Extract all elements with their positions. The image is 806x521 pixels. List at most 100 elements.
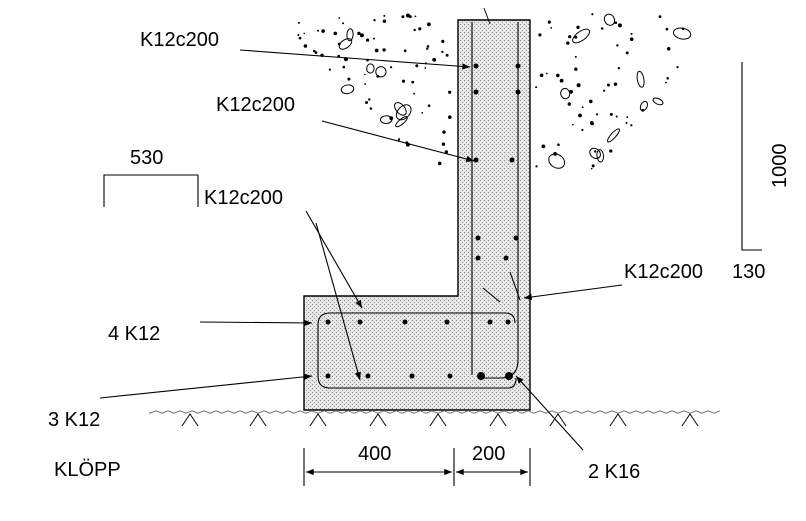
soil-pebble (607, 128, 620, 143)
soil-speckle (666, 47, 671, 51)
soil-speckle (333, 31, 338, 36)
soil-speckle (426, 47, 429, 50)
soil-speckle (314, 51, 318, 54)
soil-speckle (559, 78, 564, 83)
bar-length-1000: 1000 (769, 144, 791, 189)
label-k12c200-mid: K12c200 (216, 94, 295, 116)
ground-hatch (681, 413, 699, 427)
soil-speckle (342, 65, 346, 69)
dimension-400: 400 (358, 443, 391, 465)
rebar-dot (409, 373, 415, 379)
soil-pebble (395, 116, 408, 128)
soil-speckle (364, 73, 366, 76)
soil-pebble (672, 27, 692, 40)
soil-speckle (373, 37, 375, 40)
soil-speckle (541, 144, 546, 149)
soil-speckle (603, 89, 606, 92)
soil-speckle (368, 98, 371, 101)
diag-bar (482, 287, 501, 303)
soil-speckle (441, 39, 445, 44)
soil-speckle (444, 150, 449, 154)
soil-speckle (397, 138, 401, 141)
soil-speckle (535, 86, 538, 89)
soil-speckle (342, 22, 345, 25)
rebar-dot (475, 235, 481, 241)
soil-speckle (614, 21, 618, 25)
soil-speckle (626, 116, 629, 119)
soil-speckle (568, 35, 572, 39)
soil-speckle (535, 165, 538, 168)
soil-speckle (432, 57, 437, 62)
ground-hatch (309, 413, 327, 427)
soil-speckle (600, 27, 604, 30)
label-k12c200-right: K12c200 (624, 261, 703, 283)
soil-speckle (441, 142, 446, 146)
soil-speckle (617, 23, 622, 28)
soil-speckle (609, 112, 613, 116)
label-2k16: 2 K16 (588, 461, 640, 483)
rebar-dot (357, 319, 363, 325)
rebar-dot (447, 373, 453, 379)
soil-speckle (359, 33, 364, 38)
bottom-bar (328, 377, 517, 389)
soil-speckle (424, 67, 427, 69)
bar-length-530: 530 (130, 147, 163, 169)
soil-pebble (366, 63, 375, 74)
ground-hatch (369, 413, 387, 427)
soil-speckle (303, 44, 308, 48)
soil-speckle (441, 50, 444, 54)
soil-speckle (347, 77, 351, 81)
soil-speckle (665, 81, 667, 84)
soil-speckle (569, 89, 573, 94)
label-klopp: KLÖPP (54, 459, 121, 481)
soil-pebble (375, 66, 387, 78)
label-k12c200-top: K12c200 (140, 29, 219, 51)
rebar-dot (513, 235, 519, 241)
top-bar (330, 312, 516, 324)
soil-speckle (581, 128, 584, 132)
soil-speckle (401, 15, 405, 19)
soil-speckle (594, 150, 597, 153)
soil-speckle (313, 49, 316, 53)
rebar-k16 (477, 372, 485, 380)
soil-speckle (567, 102, 571, 106)
soil-pebble (652, 97, 664, 106)
soil-speckle (365, 101, 368, 104)
soil-speckle (426, 45, 430, 48)
soil-speckle (538, 33, 542, 37)
soil-speckle (448, 90, 452, 94)
soil-speckle (298, 21, 300, 24)
soil-speckle (676, 66, 679, 69)
soil-pebble (548, 153, 566, 169)
soil-speckle (298, 36, 302, 40)
dimension-line (303, 448, 531, 486)
soil-speckle (615, 115, 618, 118)
soil-speckle (448, 115, 452, 119)
soil-speckle (369, 107, 373, 110)
soil-speckle (630, 32, 633, 35)
soil-speckle (576, 25, 580, 29)
soil-pebble (589, 147, 601, 160)
soil-speckle (609, 149, 613, 153)
soil-speckle (576, 83, 581, 88)
soil-speckle (665, 27, 669, 31)
soil-speckle (590, 167, 593, 170)
soil-speckle (616, 44, 619, 47)
reinforcement (317, 22, 521, 389)
soil-pebble (346, 28, 354, 42)
ground-hatch (489, 413, 507, 427)
soil-speckle (607, 83, 610, 87)
rebar-k16 (505, 372, 513, 380)
soil-speckle (406, 13, 410, 18)
soil-speckle (550, 27, 553, 29)
soil-speckle (574, 55, 577, 58)
bar-shape-right (741, 62, 762, 251)
soil-speckle (421, 112, 424, 114)
soil-speckle (414, 15, 417, 18)
soil-speckle (591, 13, 594, 16)
soil-speckle (409, 15, 412, 18)
ground-surface (149, 410, 721, 414)
soil-pebble (338, 38, 353, 50)
soil-speckle (581, 106, 584, 109)
